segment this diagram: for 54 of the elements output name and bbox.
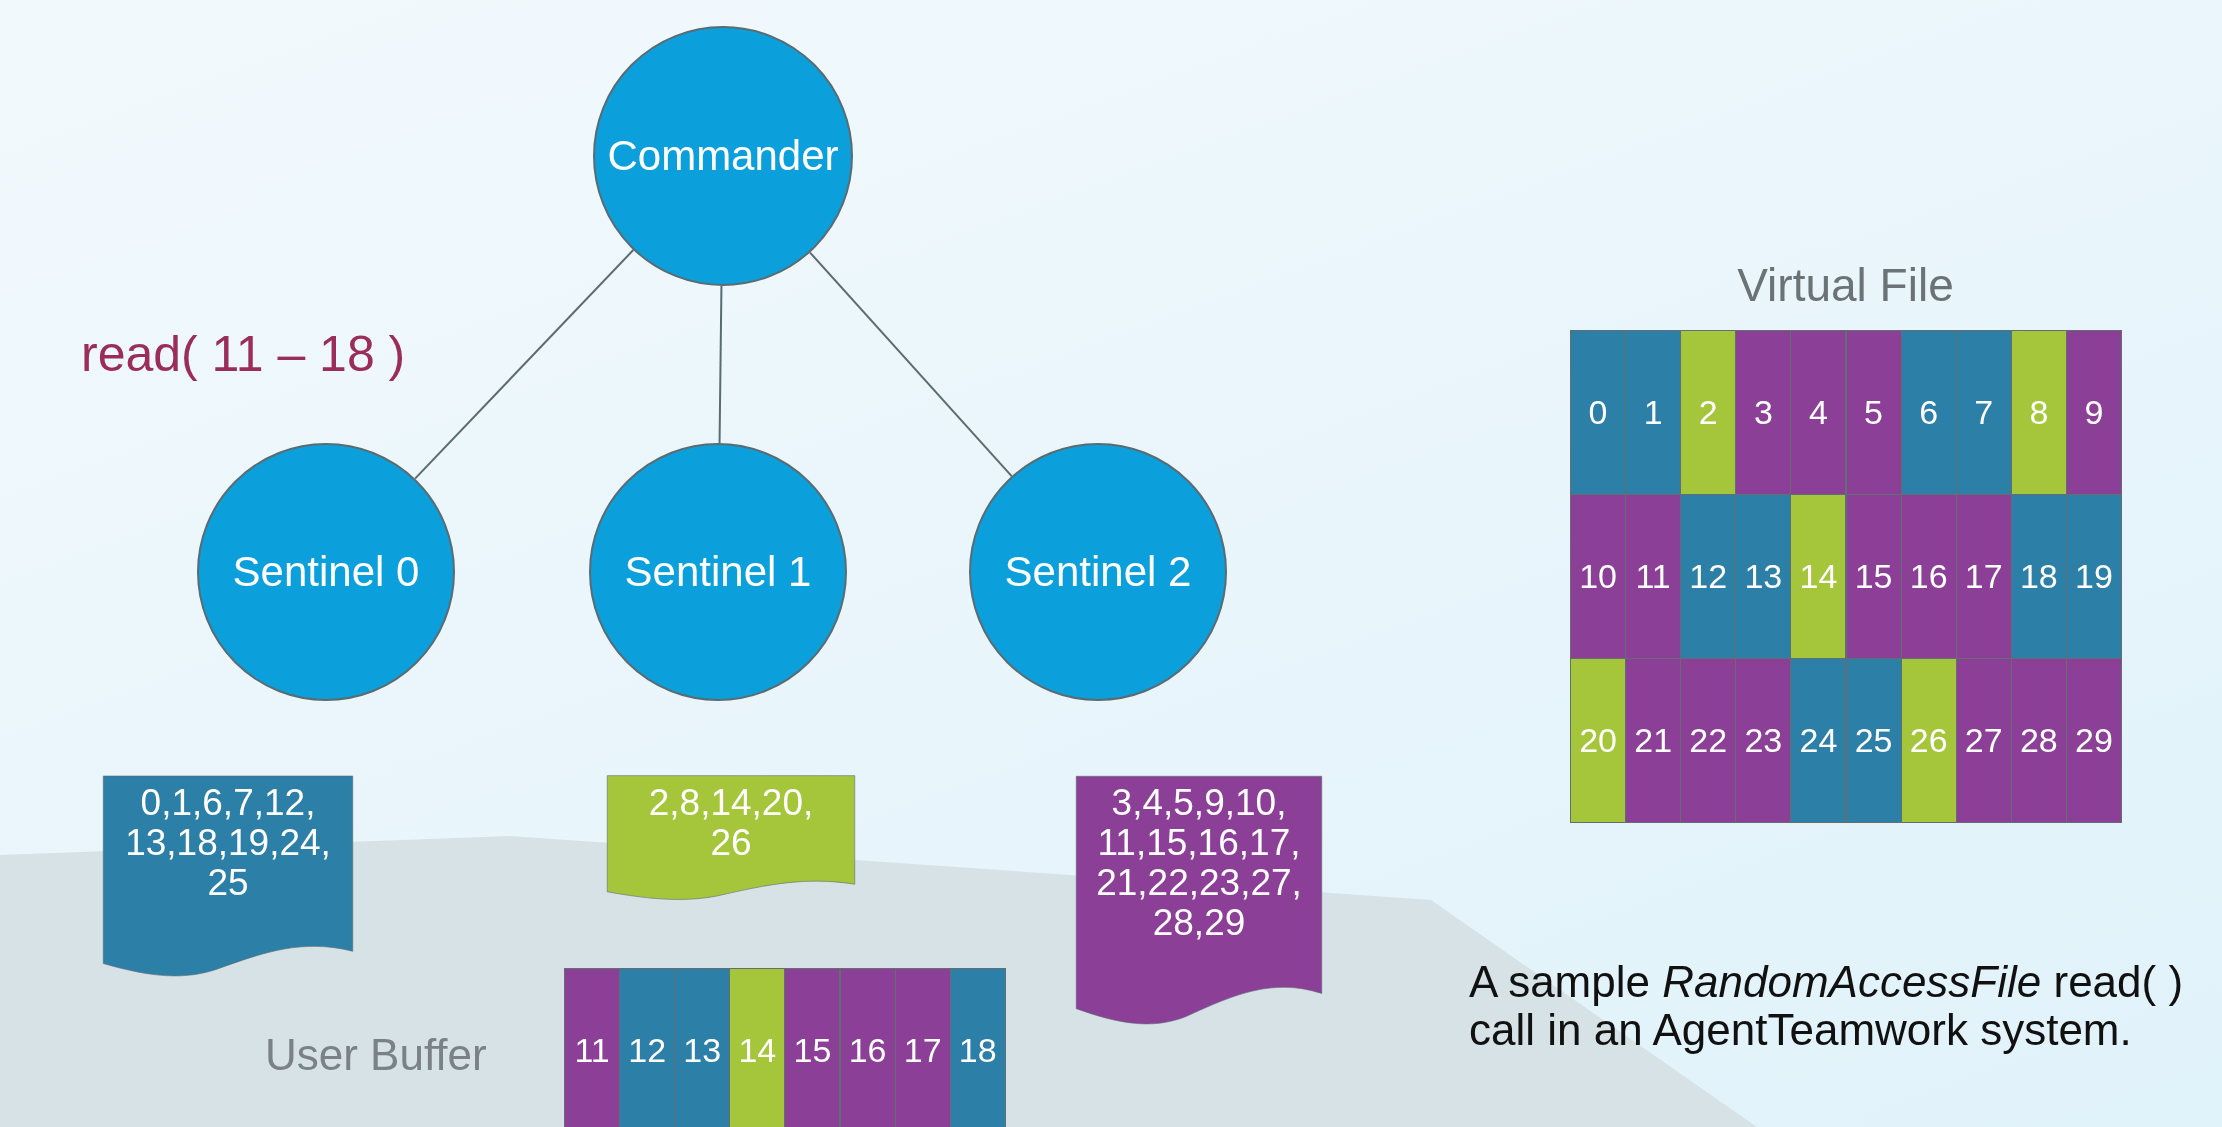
grid-cell: 18 (2010, 494, 2067, 659)
caption: A sample RandomAccessFile read( ) call in an AgentTeamwork system. (1469, 958, 2185, 1055)
grid-cell: 26 (1900, 658, 1957, 823)
grid-cell: 16 (1900, 494, 1957, 659)
buffer-cell: 12 (619, 968, 676, 1127)
grid-cell: 0 (1570, 330, 1627, 495)
grid-cell: 17 (1955, 494, 2012, 659)
grid-cell: 25 (1845, 658, 1902, 823)
buffer-cell: 17 (894, 968, 951, 1127)
grid-cell: 9 (2065, 330, 2122, 495)
connector-line (718, 285, 723, 444)
grid-cell: 14 (1790, 494, 1847, 659)
node-label: Commander (607, 132, 839, 180)
grid-cell: 12 (1680, 494, 1737, 659)
buffer-cell: 16 (839, 968, 896, 1127)
document-text: 2,8,14,20, 26 (647, 781, 815, 865)
node-label: Sentinel 2 (1004, 548, 1192, 596)
grid-cell: 24 (1790, 658, 1847, 823)
buffer-cell: 11 (564, 968, 621, 1127)
grid-cell: 29 (2065, 658, 2122, 823)
grid-cell: 8 (2010, 330, 2067, 495)
grid-cell: 10 (1570, 494, 1627, 659)
grid-cell: 20 (1570, 658, 1627, 823)
grid-cell: 6 (1900, 330, 1957, 495)
grid-cell: 28 (2010, 658, 2067, 823)
grid-cell: 11 (1625, 494, 1682, 659)
grid-cell: 22 (1680, 658, 1737, 823)
document-text: 0,1,6,7,12, 13,18,19,24, 25 (124, 781, 332, 905)
buffer-cell: 14 (729, 968, 786, 1127)
grid-cell: 5 (1845, 330, 1902, 495)
buffer-cell: 15 (784, 968, 841, 1127)
grid-cell: 15 (1845, 494, 1902, 659)
grid-cell: 19 (2065, 494, 2122, 659)
connector-line (809, 251, 1013, 478)
buffer-cell: 18 (949, 968, 1006, 1127)
grid-cell: 4 (1790, 330, 1847, 495)
document-text: 3,4,5,9,10, 11,15,16,17, 21,22,23,27, 28,29 (1095, 781, 1303, 945)
grid-cell: 2 (1680, 330, 1737, 495)
grid-title: Virtual File (1736, 258, 1955, 312)
buffer-label: User Buffer (265, 1030, 487, 1080)
grid-cell: 1 (1625, 330, 1682, 495)
document-shape (606, 775, 856, 902)
grid-cell: 3 (1735, 330, 1792, 495)
connector-line (414, 249, 635, 480)
grid-cell: 23 (1735, 658, 1792, 823)
document-shape (102, 775, 354, 980)
node-label: Sentinel 0 (232, 548, 420, 596)
grid-cell: 13 (1735, 494, 1792, 659)
grid-cell: 21 (1625, 658, 1682, 823)
function-call-text: read( 11 – 18 ) (81, 325, 406, 383)
grid-cell: 7 (1955, 330, 2012, 495)
node-label: Sentinel 1 (624, 548, 812, 596)
grid-cell: 27 (1955, 658, 2012, 823)
buffer-cell: 13 (674, 968, 731, 1127)
